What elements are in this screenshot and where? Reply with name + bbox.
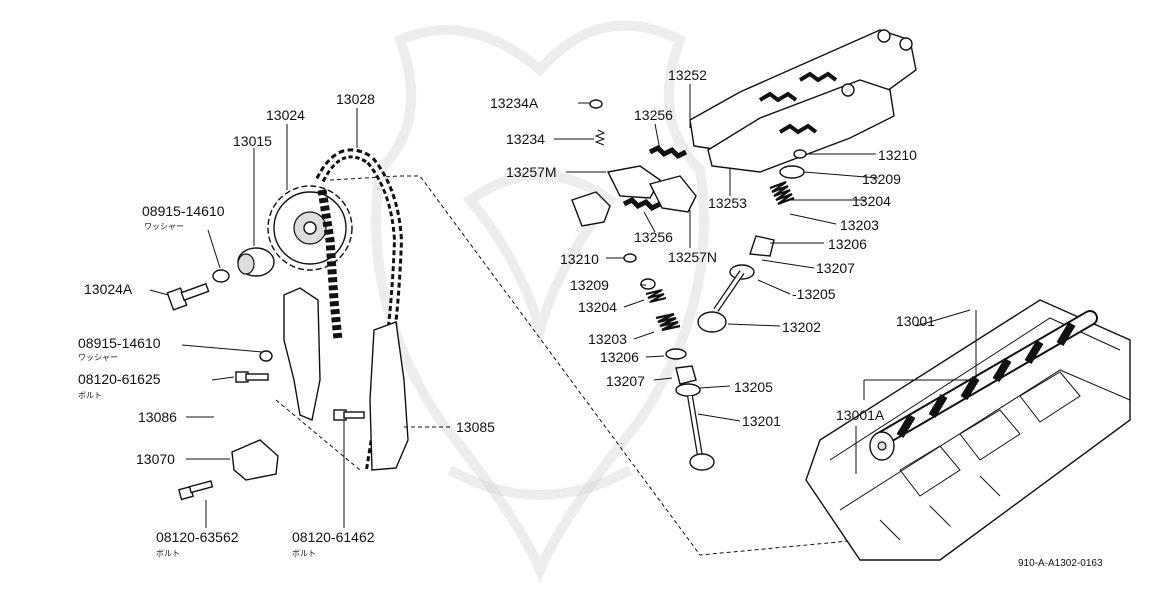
adjust-cap (589, 99, 603, 109)
spacer-part (237, 247, 275, 277)
label-13205-a: -13205 (792, 286, 836, 302)
label-13204-a: 13204 (852, 193, 891, 209)
label-bolt-c: ボルト (292, 549, 316, 558)
label-13210-b: 13210 (560, 251, 599, 267)
label-08120-61462: 08120-61462 (292, 529, 375, 545)
small-spring (594, 129, 606, 146)
guide-washer (259, 350, 273, 362)
label-13256-b: 13256 (634, 229, 673, 245)
valve-stack-center (640, 278, 715, 471)
tensioner-bolt (178, 480, 214, 501)
label-13024: 13024 (266, 107, 305, 123)
camshaft-bracket (689, 29, 917, 173)
label-13085: 13085 (456, 419, 495, 435)
valve-stack-right (697, 149, 807, 333)
label-13202: 13202 (782, 319, 821, 335)
assembly-guide-line (400, 175, 861, 556)
label-13028: 13028 (336, 91, 375, 107)
label-13001: 13001 (896, 313, 935, 329)
label-bolt-a: ボルト (78, 391, 102, 400)
label-08120-63562: 08120-63562 (156, 529, 239, 545)
label-13201: 13201 (742, 413, 781, 429)
guide-line-chain (329, 175, 401, 181)
chain-guide-right (369, 321, 409, 471)
label-13257N: 13257N (668, 249, 717, 265)
label-13205-b: 13205 (734, 379, 773, 395)
guide-line-bolt (275, 399, 361, 471)
label-13209-b: 13209 (570, 277, 609, 293)
part-labels: 13024 13028 13015 08915-14610 ワッシャー 1302… (78, 67, 1103, 569)
sprocket-bolt (166, 282, 210, 311)
label-washer-b: ワッシャー (78, 353, 118, 362)
document-code: 910-A-A1302-0163 (1018, 558, 1103, 569)
label-13206-b: 13206 (600, 349, 639, 365)
label-13207-a: 13207 (816, 260, 855, 276)
label-13204-b: 13204 (578, 299, 617, 315)
label-13086: 13086 (138, 409, 177, 425)
label-13257M: 13257M (506, 164, 557, 180)
label-13234A: 13234A (490, 95, 539, 111)
chain-tensioner (231, 439, 279, 481)
chain-guide-left (283, 287, 321, 421)
label-13256-a: 13256 (634, 107, 673, 123)
label-13015: 13015 (233, 133, 272, 149)
washer-part (212, 269, 230, 283)
label-washer-a: ワッシャー (144, 222, 184, 231)
label-13209-a: 13209 (862, 171, 901, 187)
label-13203-b: 13203 (588, 331, 627, 347)
label-13252: 13252 (668, 67, 707, 83)
retainer-13210b (623, 253, 637, 263)
label-13070: 13070 (136, 451, 175, 467)
label-08915-14610-b: 08915-14610 (78, 335, 161, 351)
label-13210-a: 13210 (878, 147, 917, 163)
camshaft (869, 310, 1098, 461)
label-13203-a: 13203 (840, 217, 879, 233)
label-13207-b: 13207 (606, 373, 645, 389)
guide-bolt (235, 371, 269, 383)
label-13206-a: 13206 (828, 236, 867, 252)
label-08915-14610-a: 08915-14610 (142, 203, 225, 219)
rocker-arm-assembly (571, 144, 697, 227)
label-13253: 13253 (708, 195, 747, 211)
cam-sprocket (267, 185, 353, 271)
label-08120-61625: 08120-61625 (78, 371, 161, 387)
cylinder-head (805, 299, 1131, 561)
label-bolt-b: ボルト (156, 549, 180, 558)
label-13234: 13234 (506, 131, 545, 147)
watermark-emblem (371, 20, 709, 584)
guide-bolt-lower (333, 409, 365, 421)
label-13001A: 13001A (836, 407, 885, 423)
label-13024A: 13024A (84, 281, 133, 297)
